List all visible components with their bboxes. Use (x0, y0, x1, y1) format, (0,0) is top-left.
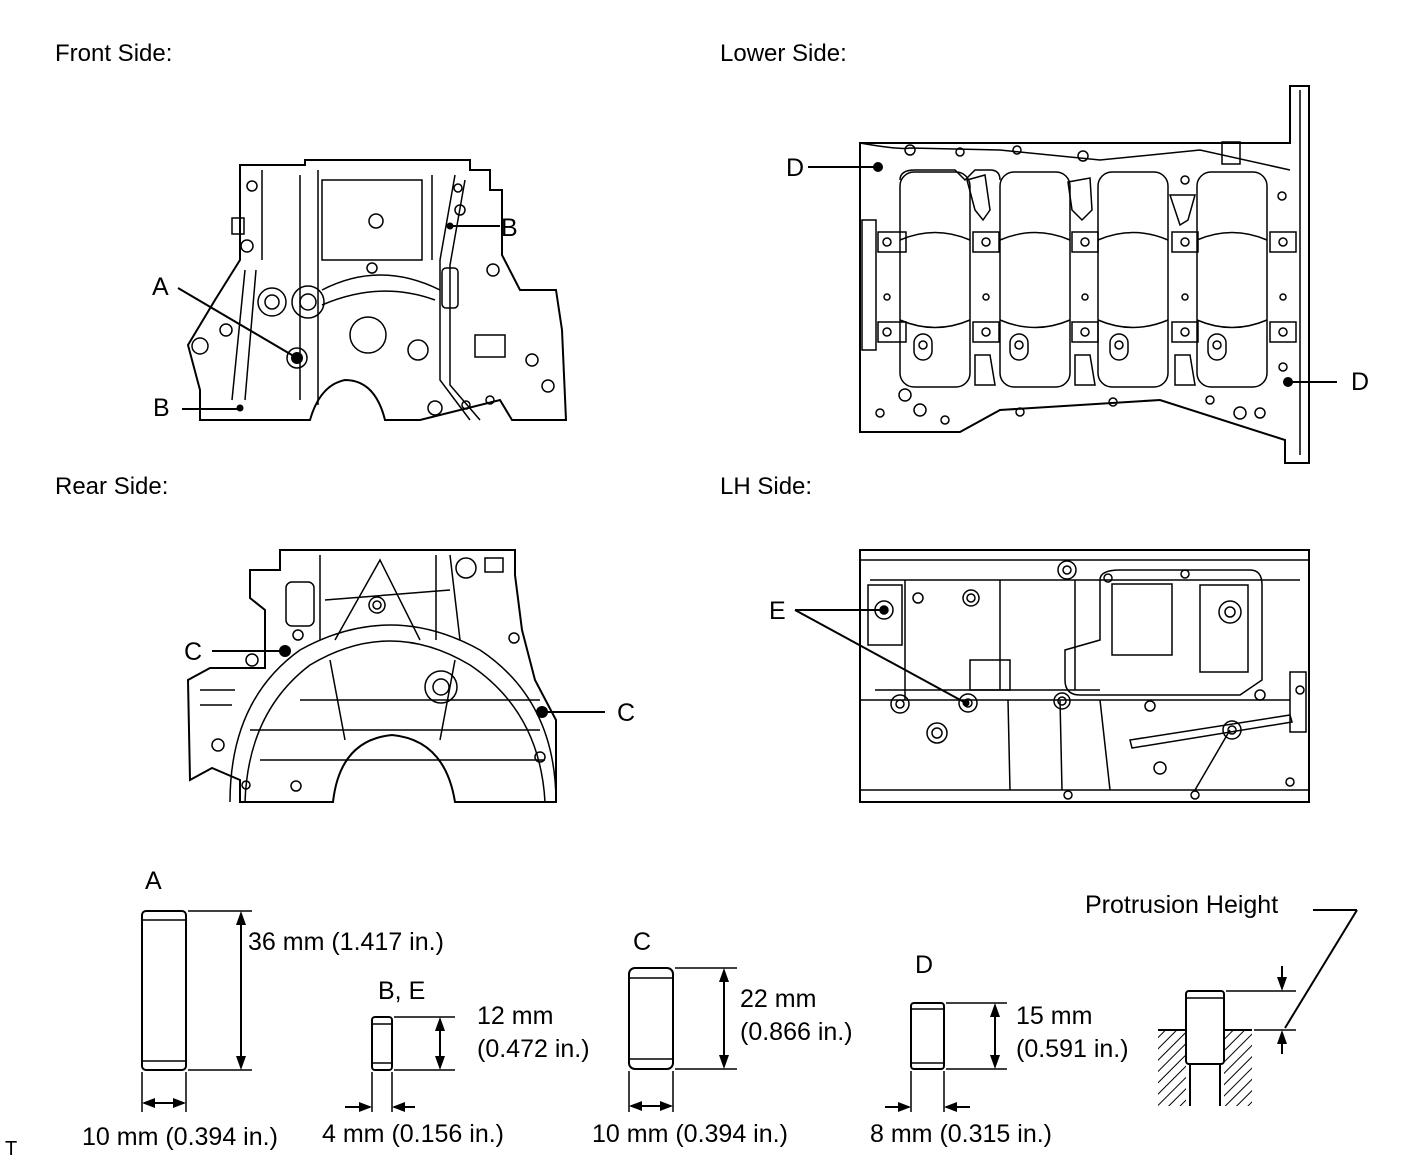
callout-label-d: D (786, 154, 804, 182)
pin-d-label: D (915, 951, 933, 979)
callout-label-d: D (1351, 368, 1369, 396)
pin-be-length-value: 12 mm (477, 1002, 553, 1030)
dowel-location-marker (446, 222, 454, 230)
pin-c-length-inches: (0.866 in.) (740, 1018, 853, 1046)
pin-c-shape (628, 967, 674, 1070)
pin-be-diameter: 4 mm (0.156 in.) (322, 1120, 504, 1148)
pin-a-length: 36 mm (1.417 in.) (248, 928, 444, 956)
callout-label-b: B (153, 394, 170, 422)
dowel-location-marker (1283, 377, 1293, 387)
pin-d-shape (910, 1002, 945, 1070)
lh-side-title: LH Side: (720, 473, 812, 500)
pin-be-length-inches: (0.472 in.) (477, 1035, 590, 1063)
front-side-view: Front Side: (55, 40, 568, 422)
front-callouts (177, 222, 500, 412)
callout-label-e: E (769, 597, 786, 625)
rear-side-view: Rear Side: (55, 473, 635, 803)
pin-d-length-inches: (0.591 in.) (1016, 1035, 1129, 1063)
pin-a-shape (141, 910, 187, 1071)
front-block-drawing (186, 159, 568, 421)
lower-callouts (808, 162, 1337, 387)
dowel-location-marker (236, 404, 244, 412)
corner-mark: T (5, 1138, 17, 1160)
lower-block-drawing (859, 85, 1310, 464)
dowel-location-marker (880, 606, 888, 614)
pin-d-length-value: 15 mm (1016, 1002, 1092, 1030)
hatched-block-left (1158, 1030, 1186, 1106)
lh-side-view: LH Side: (720, 473, 1310, 803)
pin-a-label: A (145, 867, 162, 895)
dowel-location-marker (873, 162, 883, 172)
dowel-location-marker (279, 645, 291, 657)
front-side-title: Front Side: (55, 40, 172, 67)
lower-side-title: Lower Side: (720, 40, 847, 67)
dowel-location-marker (962, 699, 970, 707)
lower-side-view: Lower Side: (720, 40, 1369, 464)
protrusion-height-label: Protrusion Height (1085, 891, 1278, 919)
dowel-location-marker (291, 352, 303, 364)
pin-d-diameter: 8 mm (0.315 in.) (870, 1120, 1052, 1148)
pin-c-detail: C 22 mm (0.866 in.) 10 mm (0.394 in.) (592, 928, 853, 1148)
callout-label-b: B (501, 214, 518, 242)
callout-label-c: C (617, 699, 635, 727)
pin-c-length-value: 22 mm (740, 985, 816, 1013)
dowel-location-marker (536, 706, 548, 718)
hatched-block-right (1224, 1030, 1252, 1106)
cylinder-bays (877, 169, 1297, 388)
pin-c-label: C (633, 928, 651, 956)
pin-d-detail: D 15 mm (0.591 in.) 8 mm (0.315 in.) (870, 951, 1129, 1148)
pin-be-shape (371, 1016, 393, 1071)
pin-a-detail: A 36 mm (1.417 in.) 10 mm (0.394 in.) (82, 867, 444, 1151)
protrusion-height-detail: Protrusion Height (1085, 891, 1358, 1106)
rear-callouts (212, 645, 605, 718)
callout-label-a: A (152, 273, 169, 301)
rear-side-title: Rear Side: (55, 473, 168, 500)
pin-c-diameter: 10 mm (0.394 in.) (592, 1120, 788, 1148)
pin-be-detail: B, E 12 mm (0.472 in.) 4 mm (0.156 in.) (322, 977, 590, 1148)
rear-block-drawing (186, 549, 557, 803)
protruding-pin-shape (1185, 990, 1225, 1065)
pin-be-label: B, E (378, 977, 425, 1005)
lh-callouts (794, 606, 970, 707)
callout-label-c: C (184, 638, 202, 666)
lh-block-drawing (859, 549, 1310, 803)
pin-a-diameter: 10 mm (0.394 in.) (82, 1123, 278, 1151)
